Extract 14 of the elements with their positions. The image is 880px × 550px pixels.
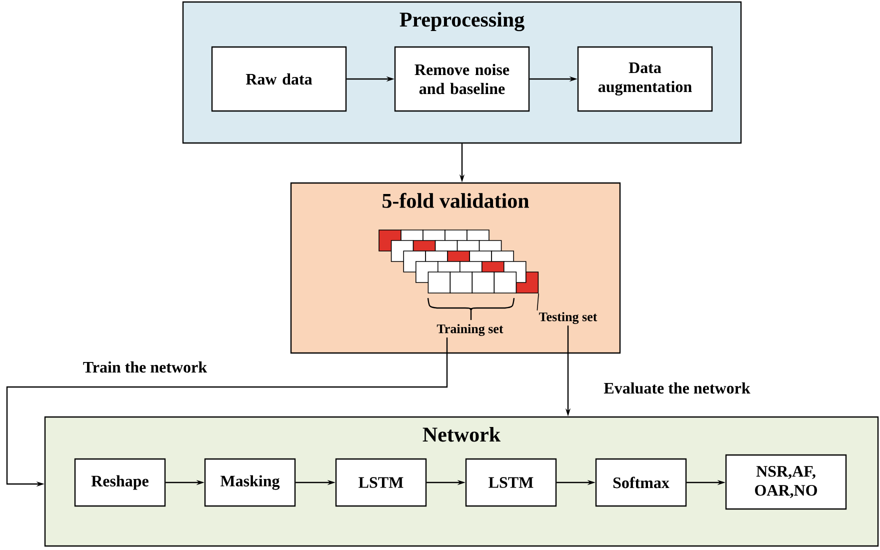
process-box: Softmax	[595, 458, 687, 507]
set-label: Testing set	[539, 312, 598, 324]
process-box: NSR,AF, OAR,NO	[725, 454, 847, 510]
edge-label: Train the network	[83, 361, 208, 373]
process-box: Raw data	[211, 46, 347, 112]
set-label: Training set	[436, 324, 504, 336]
leader-line	[536, 293, 539, 311]
process-box: LSTM	[465, 458, 557, 507]
edge-label: Evaluate the network	[604, 382, 750, 394]
process-box: LSTM	[335, 458, 427, 507]
process-box: Remove noise and baseline	[394, 46, 530, 112]
process-box: Data augmentation	[577, 46, 713, 112]
process-box: Masking	[204, 458, 296, 507]
process-box: Reshape	[74, 458, 166, 507]
